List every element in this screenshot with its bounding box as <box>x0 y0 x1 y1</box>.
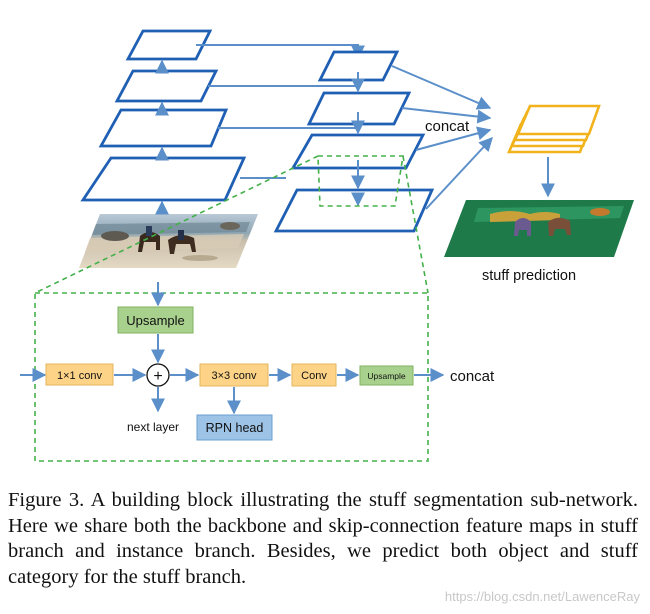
backbone-level-3 <box>98 108 229 148</box>
topdown-level-1 <box>317 50 400 82</box>
stuff-prediction-label: stuff prediction <box>482 268 576 284</box>
topdown-feature-maps <box>273 50 435 233</box>
upsample-box <box>117 306 194 334</box>
watermark: https://blog.csdn.net/LawenceRay <box>444 589 640 604</box>
figure-caption: Figure 3. A building block illustrating … <box>8 489 638 588</box>
concat-top-label: concat <box>425 118 470 135</box>
upsample-label: Upsample <box>126 313 185 328</box>
upsample-small-label: Upsample <box>367 371 406 381</box>
conv3x3-label: 3×3 conv <box>212 370 257 382</box>
stuff-prediction-map <box>444 200 634 257</box>
topdown-level-4 <box>273 188 435 233</box>
backbone-level-2 <box>114 69 219 103</box>
upsample-small-box <box>359 365 414 386</box>
concat-arrows <box>391 65 493 210</box>
rpn-head-label: RPN head <box>206 421 264 435</box>
backbone-feature-maps <box>80 29 247 202</box>
conv-label: Conv <box>301 370 327 382</box>
concat-feature-stack <box>507 104 601 154</box>
plus-symbol: + <box>153 368 162 385</box>
backbone-level-4 <box>80 156 247 202</box>
rpn-head-box <box>196 414 273 441</box>
conv1x1-box <box>45 363 114 386</box>
concat-bottom-label: concat <box>450 368 495 385</box>
next-layer-label: next layer <box>127 420 179 434</box>
topdown-level-2 <box>306 91 412 126</box>
conv3x3-box <box>199 363 269 387</box>
conv1x1-label: 1×1 conv <box>57 370 102 382</box>
architecture-figure: concat stuff prediction Upsample 1×1 con… <box>20 29 634 462</box>
input-image <box>79 214 258 268</box>
plus-node <box>146 363 170 387</box>
backbone-level-1 <box>125 29 213 61</box>
conv-box <box>291 363 337 387</box>
